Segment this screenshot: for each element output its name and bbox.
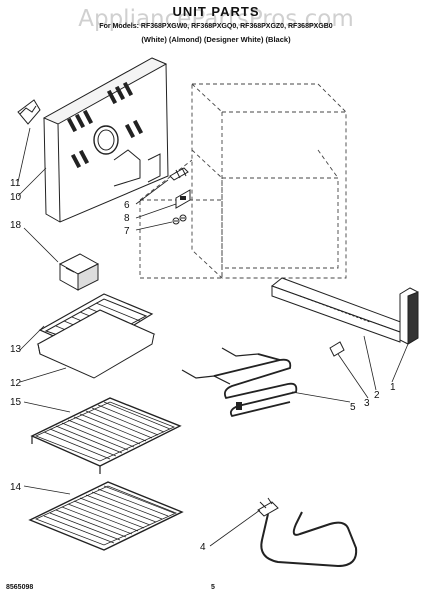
callout-6: 6: [124, 200, 130, 211]
callout-8: 8: [124, 213, 130, 224]
watermark: AppliancePartsPros.com: [78, 6, 354, 32]
page-title: UNIT PARTS: [172, 4, 260, 19]
bracket-8: [175, 189, 191, 209]
oven-back-panel: [42, 57, 169, 223]
callout-14: 14: [10, 482, 22, 493]
callout-11: 11: [10, 178, 21, 189]
oven-rack-lower: [28, 481, 184, 551]
callout-18: 18: [10, 220, 22, 231]
callout-15: 15: [10, 397, 22, 408]
callout-12: 12: [10, 378, 22, 389]
screws-7: [172, 214, 187, 225]
oven-rack-upper: [30, 397, 182, 474]
cabinet-outline: [139, 83, 347, 279]
control-module: [58, 253, 100, 291]
callout-5: 5: [350, 402, 356, 413]
side-trim-strip: [270, 277, 407, 343]
model-colors: (White) (Almond) (Designer White) (Black…: [141, 35, 291, 44]
callout-3: 3: [364, 398, 370, 409]
callout-4: 4: [200, 542, 206, 553]
clip-3: [329, 341, 345, 357]
broiler-pan: [36, 293, 156, 379]
model-numbers: For Models: RF368PXGW0, RF368PXGQ0, RF36…: [99, 23, 333, 30]
callout-13: 13: [10, 344, 22, 355]
callout-2: 2: [374, 390, 380, 401]
document-number: 8565098: [6, 584, 34, 591]
bake-element: [257, 497, 358, 568]
callout-7: 7: [124, 226, 130, 237]
callout-labels: 11 10 6 8 7 18 13 12 15 14 4 5 3 2 1: [10, 178, 396, 553]
callout-10: 10: [10, 192, 22, 203]
callout-1: 1: [390, 382, 396, 393]
page-number: 5: [211, 584, 215, 591]
insulation-strip: [17, 99, 41, 125]
end-cap: [399, 287, 419, 345]
bracket-6: [169, 167, 189, 181]
broil-element: [181, 347, 298, 418]
leader-lines: [17, 127, 409, 547]
